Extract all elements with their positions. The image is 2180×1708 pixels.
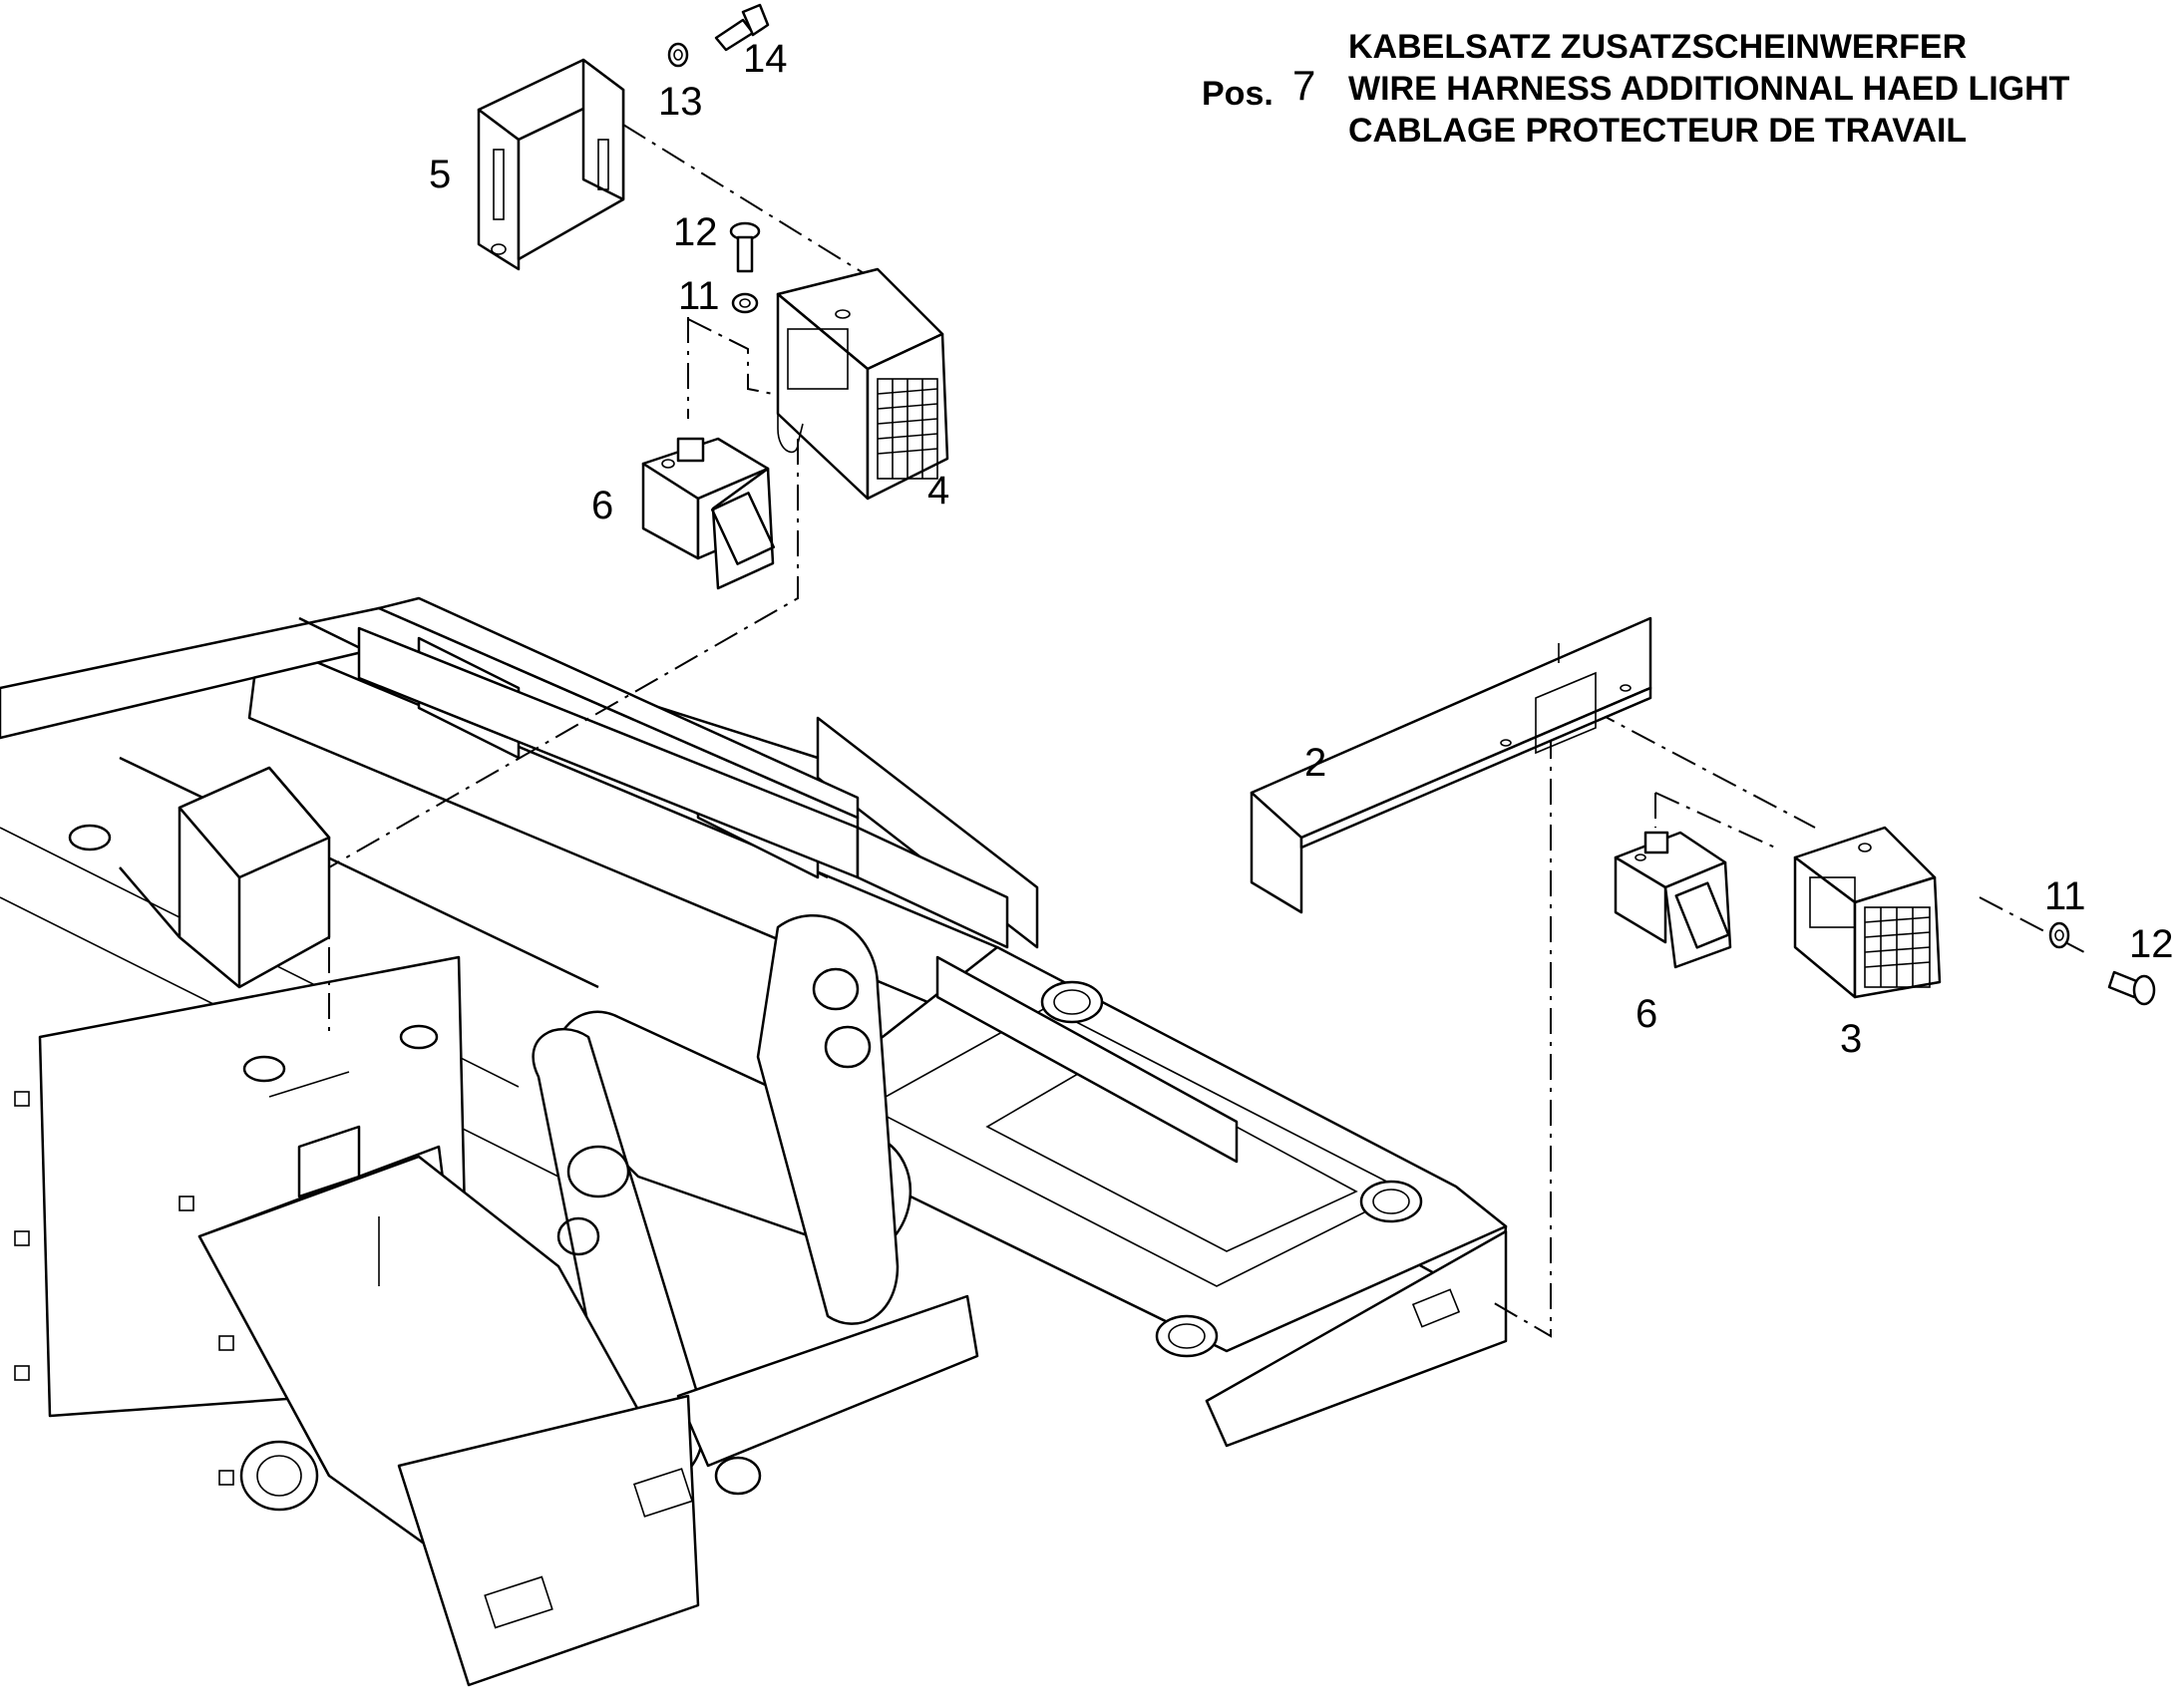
part-3-light-guard (1793, 826, 1942, 999)
title-block: Pos. 7 KABELSATZ ZUSATZSCHEINWERFER WIRE… (1202, 28, 2070, 150)
part-5-bracket (477, 58, 625, 271)
part-6-work-light-right (1614, 831, 1732, 969)
part-2-mounting-plate (1250, 616, 1652, 914)
mount-pad (1359, 1180, 1423, 1223)
callout-6-top: 6 (591, 484, 613, 527)
callout-14: 14 (743, 37, 788, 81)
callout-12-top: 12 (673, 210, 718, 254)
part-13-washer (667, 42, 689, 68)
callout-12-right: 12 (2129, 922, 2174, 966)
part-11-washer-top (731, 292, 759, 314)
pos-label: Pos. (1202, 75, 1273, 113)
callout-11-top: 11 (678, 274, 720, 318)
mount-pad (1155, 1314, 1219, 1358)
machine-frame (0, 596, 1508, 1687)
title-english: WIRE HARNESS ADDITIONNAL HAED LIGHT (1348, 70, 2070, 108)
callout-13: 13 (658, 80, 703, 124)
callout-11-right: 11 (2044, 874, 2086, 918)
callout-6-right: 6 (1635, 992, 1657, 1036)
title-german: KABELSATZ ZUSATZSCHEINWERFER (1348, 28, 1967, 66)
title-french: CABLAGE PROTECTEUR DE TRAVAIL (1348, 112, 1967, 150)
callout-4: 4 (927, 469, 949, 512)
mount-pad (1040, 980, 1104, 1024)
part-14-bolt (714, 3, 770, 52)
callouts: 14 13 5 12 11 6 4 2 11 12 6 3 (429, 37, 2174, 1061)
guard-grid-right (1864, 906, 1931, 988)
part-12-bolt-right (2107, 970, 2156, 1006)
callout-5: 5 (429, 153, 451, 196)
part-6-work-light-top (641, 437, 776, 590)
part-4-light-guard (776, 267, 949, 501)
lift-arm-vertical (756, 914, 900, 1325)
callout-3: 3 (1840, 1017, 1862, 1061)
housing-base (397, 1394, 700, 1687)
part-12-bolt-top (729, 221, 761, 273)
guard-grid (877, 378, 938, 480)
part-11-washer-right (2048, 921, 2070, 949)
pos-number: 7 (1292, 62, 1315, 109)
callout-2: 2 (1304, 741, 1326, 785)
